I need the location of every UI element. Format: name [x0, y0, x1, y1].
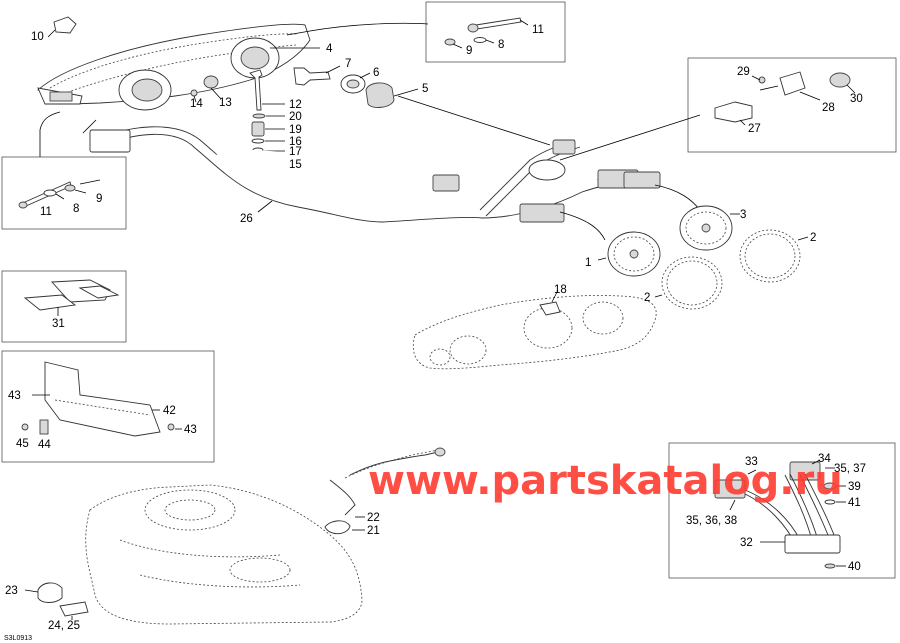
callout-11-left: 11	[40, 206, 52, 218]
inset-box-harness-32	[668, 442, 896, 579]
callout-27: 27	[748, 123, 761, 135]
callout-23: 23	[5, 585, 18, 597]
indicator-lamp-parts	[714, 71, 856, 126]
inset-box-indicator-lamp	[687, 57, 897, 153]
callout-12: 12	[289, 99, 302, 111]
gasket-part-10	[53, 16, 77, 34]
callout-22: 22	[367, 512, 380, 524]
callout-31: 31	[52, 318, 65, 330]
callout-15: 15	[289, 159, 302, 171]
callout-43-left: 43	[8, 390, 21, 402]
dashboard-panel-part-18	[412, 289, 657, 370]
fasteners-left-parts	[18, 179, 101, 209]
callout-10: 10	[31, 31, 44, 43]
callout-35-36-38: 35, 36, 38	[686, 515, 737, 527]
callout-5: 5	[422, 83, 428, 95]
callout-20: 20	[289, 111, 302, 123]
callout-8-top: 8	[498, 39, 504, 51]
callout-33: 33	[745, 456, 758, 468]
grommet-part-13	[203, 75, 219, 89]
callout-34: 34	[818, 453, 831, 465]
bulb-assembly	[293, 65, 419, 108]
callout-6: 6	[373, 67, 379, 79]
bracket-parts	[21, 361, 182, 437]
callout-24-25: 24, 25	[48, 620, 80, 632]
callout-19: 19	[289, 124, 302, 136]
inset-box-fasteners-left	[1, 156, 127, 230]
bracket-part-31	[23, 279, 120, 316]
callout-41: 41	[848, 497, 861, 509]
callout-43-right: 43	[184, 424, 197, 436]
callout-42: 42	[163, 405, 176, 417]
console-housing	[24, 484, 363, 625]
inset-box-fasteners-top	[425, 1, 566, 63]
drawing-code: S3L0913	[4, 635, 32, 642]
callout-44: 44	[38, 439, 51, 451]
callout-21: 21	[367, 525, 380, 537]
callout-26: 26	[240, 213, 253, 225]
callout-18: 18	[554, 284, 567, 296]
callout-2-right: 2	[810, 232, 816, 244]
callout-7: 7	[345, 58, 351, 70]
callout-1: 1	[585, 257, 591, 269]
callout-39: 39	[848, 481, 861, 493]
gauge-cluster-parts	[597, 205, 809, 310]
wiring-harness	[82, 119, 701, 241]
callout-17: 17	[289, 146, 302, 158]
callout-30: 30	[850, 93, 863, 105]
callout-8-left: 8	[73, 203, 79, 215]
callout-32: 32	[740, 537, 753, 549]
harness-32-parts	[714, 459, 846, 569]
fasteners-top-parts	[444, 17, 529, 49]
callout-16: 16	[289, 136, 302, 148]
nut-part-14	[190, 89, 198, 97]
callout-9-top: 9	[466, 45, 472, 57]
callout-13: 13	[219, 97, 232, 109]
callout-2-left: 2	[644, 292, 650, 304]
callout-35-37: 35, 37	[834, 463, 866, 475]
callout-4: 4	[326, 43, 333, 55]
callout-28: 28	[822, 102, 835, 114]
callout-14: 14	[190, 98, 203, 110]
callout-45: 45	[16, 438, 29, 450]
coiled-cord-part	[324, 447, 446, 535]
watermark: www.partskatalog.ru	[368, 458, 843, 504]
callout-9-left: 9	[96, 193, 102, 205]
callout-11-top: 11	[532, 24, 544, 36]
callout-29: 29	[737, 66, 750, 78]
callout-40: 40	[848, 561, 861, 573]
headlamp-housing	[37, 23, 311, 111]
callout-3: 3	[740, 209, 746, 221]
